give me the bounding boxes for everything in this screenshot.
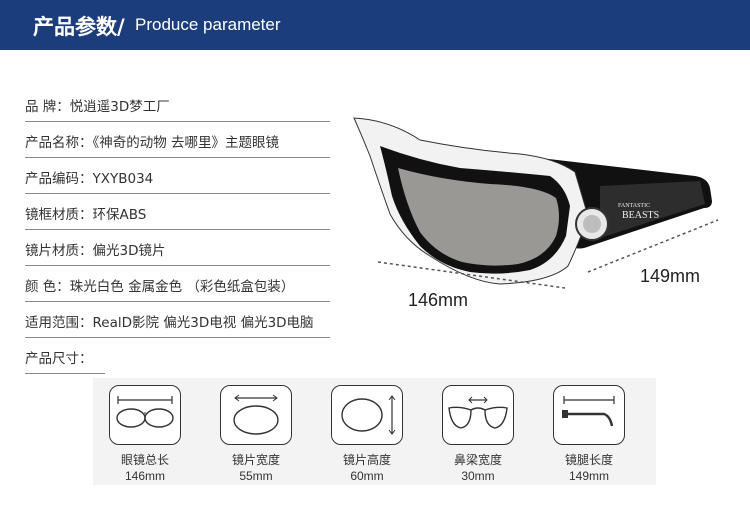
underline [25,157,330,158]
param-row-brand: 品 牌：悦逍遥3D梦工厂 [25,86,330,122]
parameter-list: 品 牌：悦逍遥3D梦工厂 产品名称：《神奇的动物 去哪里》主题眼镜 产品编码：Y… [25,86,330,374]
underline [25,301,330,302]
param-row-color: 颜 色：珠光白色 金属金色 （彩色纸盒包装） [25,266,330,302]
param-text: 适用范围：RealD影院 偏光3D电视 偏光3D电脑 [25,315,314,331]
header-title-cn: 产品参数/ [33,15,125,39]
glasses-total-length-icon [109,385,181,445]
spec-label: 镜片宽度 [231,453,280,467]
header-title-en: Produce parameter [135,15,281,34]
spec-panel: 眼镜总长 146mm 镜片宽度 55mm 镜片高度 60mm [93,378,656,485]
param-text: 品 牌：悦逍遥3D梦工厂 [25,99,170,115]
width-label: 146mm [408,290,469,310]
spec-label: 镜片高度 [342,453,391,467]
spec-value: 146mm [124,469,165,483]
underline [25,229,330,230]
underline [25,265,330,266]
lens-width-icon [220,385,292,445]
temple-length-label: 149mm [640,266,701,286]
spec-label: 镜腿长度 [564,453,613,467]
param-text: 产品编码：YXYB034 [25,171,154,187]
spec-label: 眼镜总长 [120,453,169,467]
param-row-frame-material: 镜框材质：环保ABS [25,194,330,230]
spec-value: 60mm [350,469,384,483]
param-row-size: 产品尺寸： [25,338,330,374]
temple-dimension-line [587,219,719,273]
lens-height-icon [331,385,403,445]
param-text: 颜 色：珠光白色 金属金色 （彩色纸盒包装） [25,279,295,295]
underline [25,121,330,122]
underline [25,337,330,338]
spec-value: 149mm [568,469,609,483]
param-row-code: 产品编码：YXYB034 [25,158,330,194]
param-text: 产品名称：《神奇的动物 去哪里》主题眼镜 [25,135,280,151]
temple-length-icon [553,385,625,445]
param-row-name: 产品名称：《神奇的动物 去哪里》主题眼镜 [25,122,330,158]
logo-text-2: BEASTS [622,210,659,221]
underline [25,373,105,374]
product-glasses-image: FANTASTIC BEASTS [353,117,719,289]
logo-text-1: FANTASTIC [618,203,650,209]
width-dimension-line [377,261,566,289]
param-text: 产品尺寸： [25,351,93,367]
param-text: 镜片材质：偏光3D镜片 [25,243,166,259]
header-bar: 产品参数/ Produce parameter [0,0,750,50]
param-text: 镜框材质：环保ABS [25,207,147,223]
spec-value: 55mm [239,469,273,483]
lens [398,168,559,266]
param-row-usage: 适用范围：RealD影院 偏光3D电视 偏光3D电脑 [25,302,330,338]
bridge-width-icon [442,385,514,445]
param-row-lens-material: 镜片材质：偏光3D镜片 [25,230,330,266]
spec-value: 30mm [461,469,495,483]
underline [25,193,330,194]
spec-label: 鼻梁宽度 [453,453,502,467]
